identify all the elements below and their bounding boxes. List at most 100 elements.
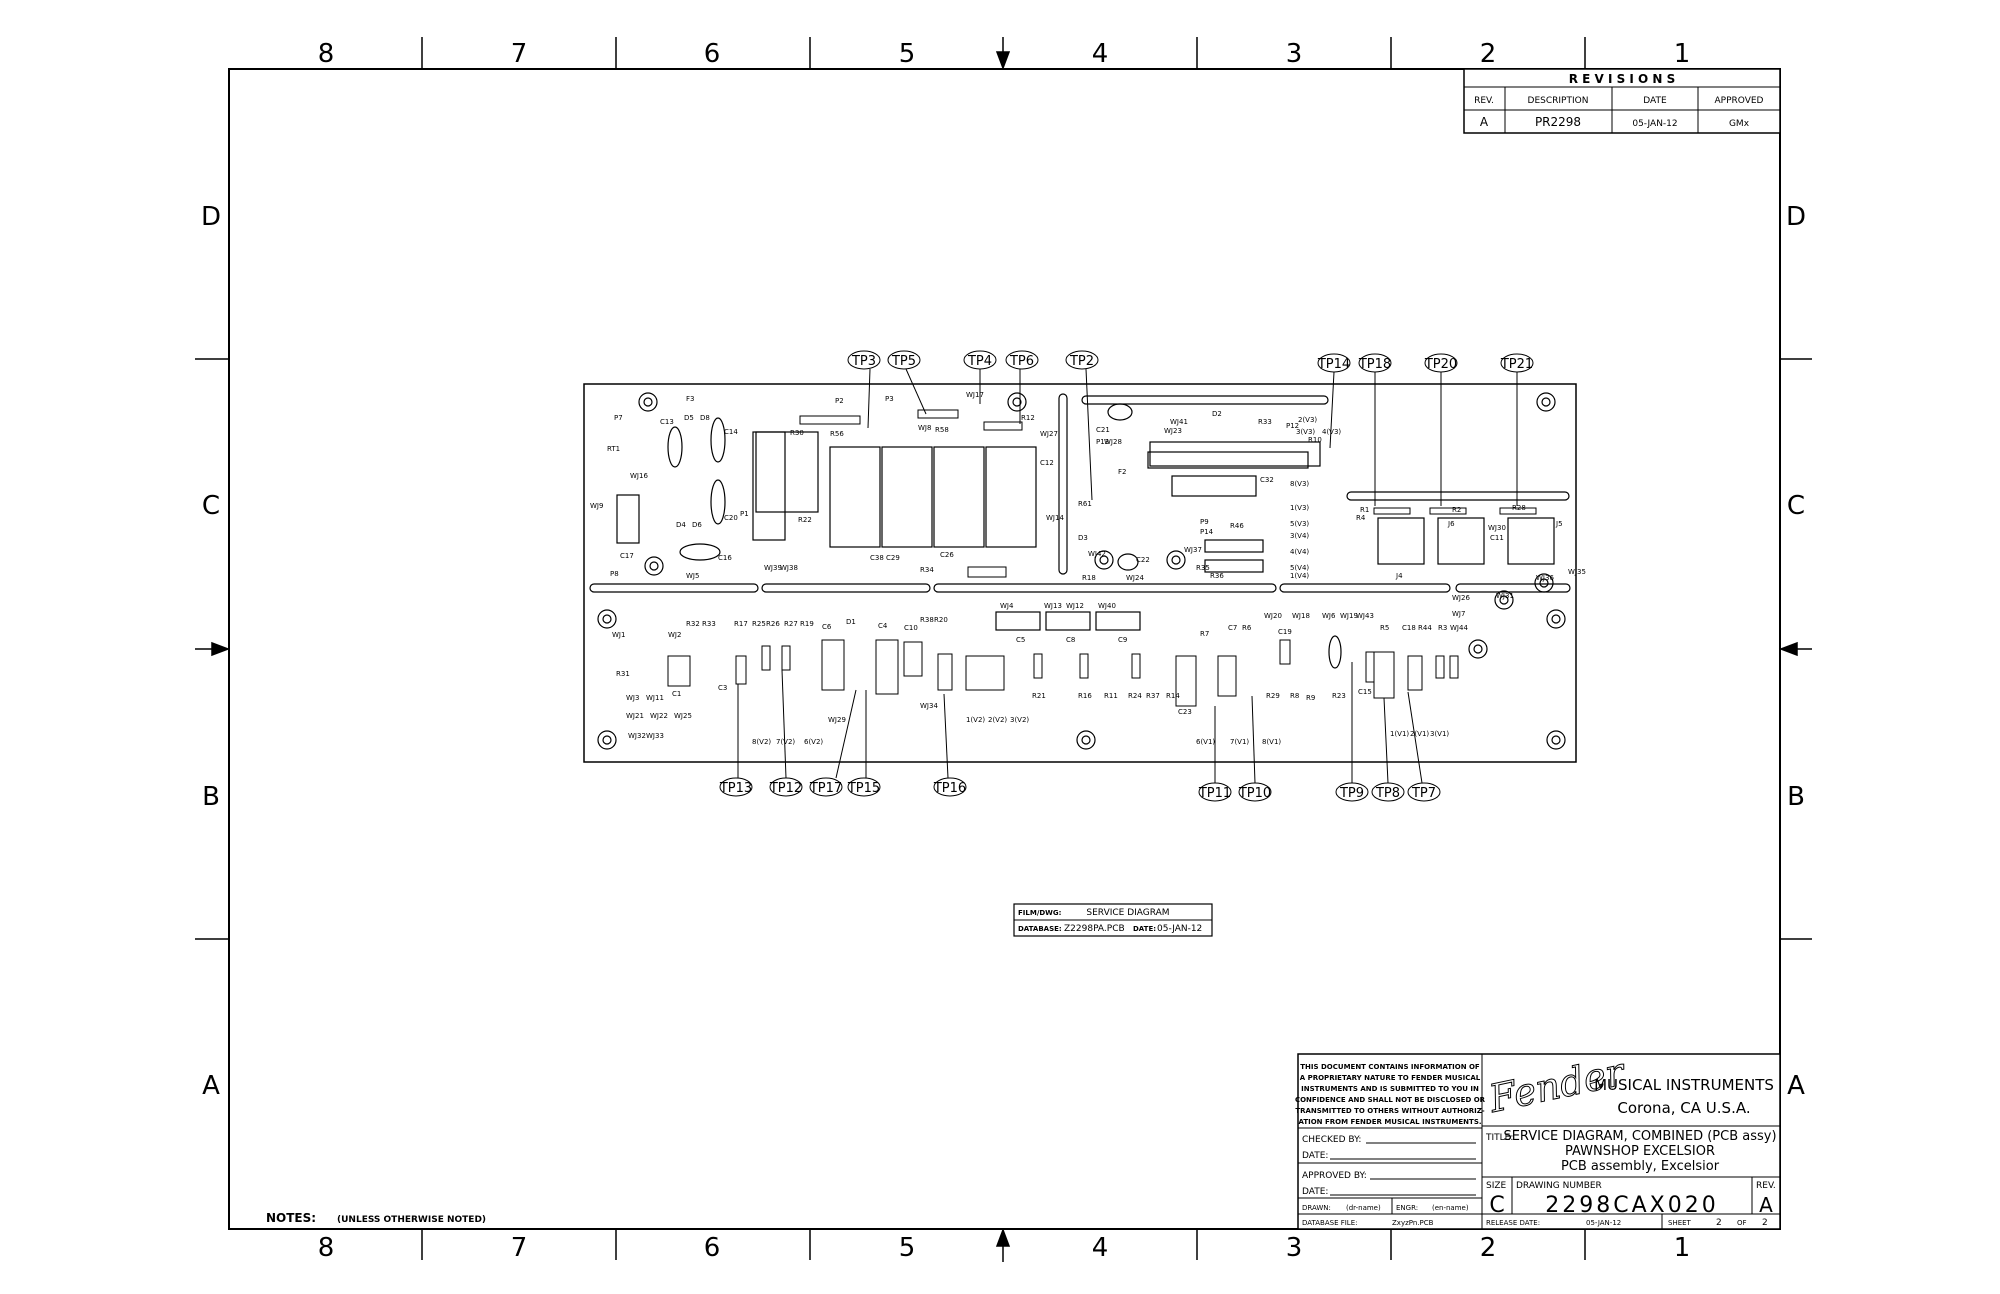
test-point-tp11: TP11	[1198, 706, 1232, 802]
pcb-label: C15	[1358, 688, 1372, 696]
test-point-tp3: TP3	[847, 350, 881, 429]
pcb-node-label: 1(V2)	[966, 716, 985, 724]
company-name: MUSICAL INSTRUMENTS	[1594, 1076, 1774, 1094]
pcb-label: WJ43	[1356, 612, 1374, 620]
pcb-label: WJ37	[1184, 546, 1202, 554]
revisions-header: APPROVED	[1715, 96, 1764, 106]
pcb-label: R19	[800, 620, 814, 628]
sheet-label: SHEET	[1668, 1219, 1692, 1227]
zone-col-top: 7	[511, 39, 528, 69]
pcb-label: WJ11	[646, 694, 664, 702]
pcb-mounting-holes	[597, 392, 1566, 750]
pcb-label: WJ12	[1066, 602, 1084, 610]
pcb-label: C18	[1402, 624, 1416, 632]
pcb-label: C8	[1066, 636, 1075, 644]
release-date-label: RELEASE DATE:	[1486, 1219, 1540, 1227]
title-line-2: PAWNSHOP EXCELSIOR	[1565, 1144, 1715, 1159]
pcb-label: C14	[724, 428, 738, 436]
pcb-label: J6	[1447, 520, 1455, 528]
pcb-label: WJ38	[780, 564, 798, 572]
zone-col-top: 8	[318, 39, 335, 69]
pcb-label: P14	[1200, 528, 1214, 536]
revisions-header: DATE	[1643, 96, 1667, 106]
test-point-tp17: TP17	[809, 689, 857, 797]
test-point-tp16: TP16	[933, 693, 967, 797]
pcb-label: R20	[934, 616, 948, 624]
pcb-node-label: 7(V1)	[1230, 738, 1249, 746]
pcb-label: WJ1	[612, 631, 625, 639]
zone-row-right: D	[1786, 202, 1806, 232]
of-value: 2	[1762, 1218, 1768, 1228]
pcb-label: C32	[1260, 476, 1274, 484]
test-point-label: TP5	[891, 354, 916, 369]
pcb-label: WJ40	[1098, 602, 1116, 610]
pcb-label: WJ39	[764, 564, 782, 572]
revisions-cell: 05-JAN-12	[1632, 119, 1677, 129]
pcb-label: R22	[798, 516, 812, 524]
pcb-label: D3	[1078, 534, 1088, 542]
revisions-cell: A	[1480, 115, 1489, 129]
drawing-number-label: DRAWING NUMBER	[1516, 1181, 1602, 1191]
pcb-label: R18	[1082, 574, 1096, 582]
pcb-label: WJ4	[1000, 602, 1014, 610]
test-point-label: TP15	[847, 781, 880, 796]
proprietary-notice: A PROPRIETARY NATURE TO FENDER MUSICAL	[1300, 1074, 1481, 1082]
zone-col-bottom: 5	[899, 1233, 916, 1263]
rev-value: A	[1759, 1193, 1773, 1217]
pcb-label: R35	[1196, 564, 1210, 572]
test-point-tp9: TP9	[1335, 662, 1369, 802]
pcb-label: D6	[692, 521, 702, 529]
test-point-tp8: TP8	[1371, 697, 1405, 802]
pcb-label: R26	[766, 620, 780, 628]
pcb-label: WJ30	[1488, 524, 1506, 532]
proprietary-notice: INSTRUMENTS AND IS SUBMITTED TO YOU IN	[1301, 1085, 1479, 1093]
drawn-label: DRAWN:	[1302, 1204, 1331, 1212]
revisions-cell: GMx	[1729, 119, 1750, 129]
pcb-label: WJ8	[918, 424, 931, 432]
pcb-label: WJ18	[1292, 612, 1310, 620]
zone-col-bottom: 3	[1286, 1233, 1303, 1263]
pcb-electrolytic-caps	[667, 403, 1342, 669]
pcb-node-label: 1(V1)	[1390, 730, 1409, 738]
test-point-label: TP2	[1069, 354, 1094, 369]
test-point-tp20: TP20	[1424, 353, 1458, 506]
zone-col-bottom: 7	[511, 1233, 528, 1263]
revisions-title: R E V I S I O N S	[1569, 72, 1676, 86]
pcb-node-label: 3(V3)	[1296, 428, 1315, 436]
pcb-label: R58	[935, 426, 949, 434]
engr-value: (en-name)	[1432, 1204, 1469, 1212]
pcb-label: J5	[1555, 520, 1563, 528]
pcb-label: WJ31	[1496, 592, 1514, 600]
pcb-label: WJ34	[920, 702, 938, 710]
pcb-label: C17	[620, 552, 634, 560]
pcb-label: WJ26	[1452, 594, 1470, 602]
pcb-label: WJ16	[630, 472, 648, 480]
pcb-label: P7	[614, 414, 623, 422]
pcb-label: R34	[920, 566, 934, 574]
pcb-tube-blocks	[755, 431, 1321, 573]
pcb-label: C6	[822, 623, 832, 631]
test-point-label: TP8	[1375, 786, 1400, 801]
proprietary-notice: TRANSMITTED TO OTHERS WITHOUT AUTHORIZ-	[1295, 1107, 1484, 1115]
database-file-label: DATABASE FILE:	[1302, 1219, 1358, 1227]
pcb-label: C3	[718, 684, 727, 692]
pcb-node-label: 2(V2)	[988, 716, 1007, 724]
test-point-label: TP3	[851, 354, 876, 369]
of-label: OF	[1737, 1219, 1747, 1227]
pcb-label: P13	[1096, 438, 1109, 446]
pcb-label: R11	[1104, 692, 1118, 700]
proprietary-notice: THIS DOCUMENT CONTAINS INFORMATION OF	[1300, 1063, 1480, 1071]
checked-by-label: CHECKED BY:	[1302, 1135, 1361, 1145]
pcb-node-label: 3(V1)	[1430, 730, 1449, 738]
revisions-table: R E V I S I O N S REV. DESCRIPTION DATE …	[1463, 68, 1781, 134]
test-point-label: TP4	[967, 354, 992, 369]
pcb-resistors	[667, 409, 1537, 707]
test-points-bottom: TP13 TP12 TP17 TP15 TP16 TP11 TP10 TP9 T…	[719, 662, 1441, 802]
pcb-label: R12	[1021, 414, 1035, 422]
pcb-label: C9	[1118, 636, 1127, 644]
zone-col-top: 5	[899, 39, 916, 69]
pcb-node-label: 7(V2)	[776, 738, 795, 746]
pcb-label: C10	[904, 624, 918, 632]
date-label: DATE:	[1302, 1187, 1328, 1197]
zone-row-right: C	[1787, 491, 1805, 521]
